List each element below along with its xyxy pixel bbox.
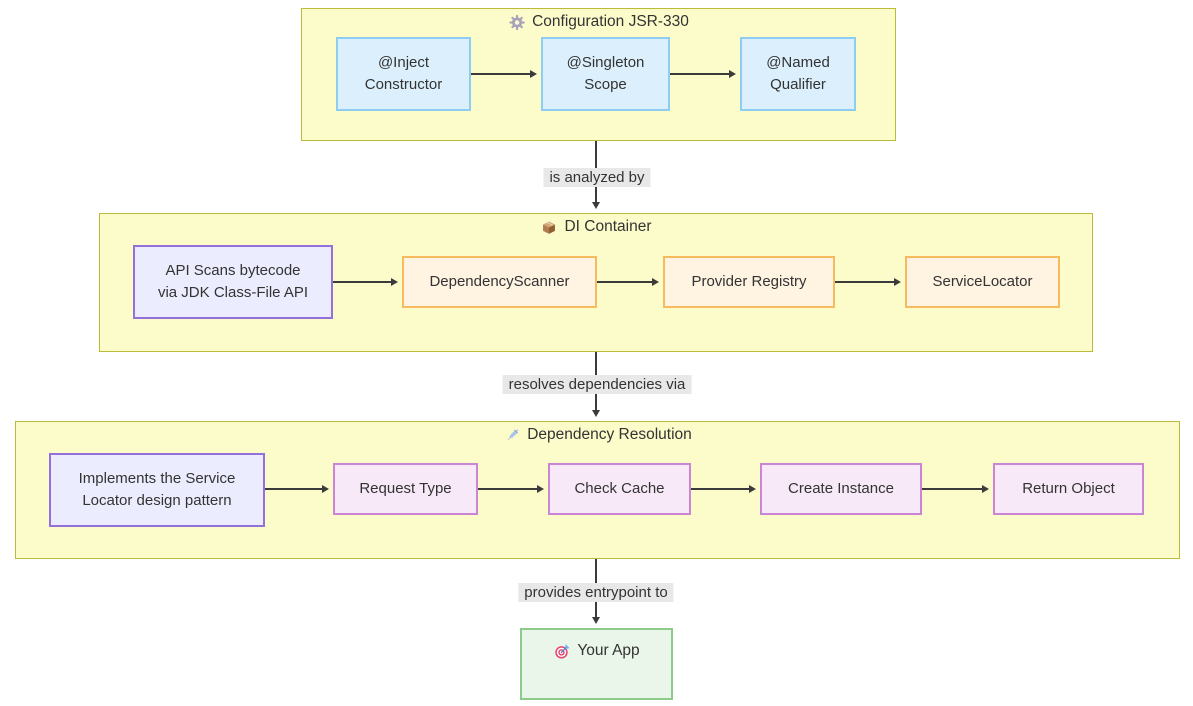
node-return-object: Return Object bbox=[993, 463, 1144, 515]
syringe-icon bbox=[503, 427, 520, 444]
node-service-locator-note: Implements the Service Locator design pa… bbox=[49, 453, 265, 527]
node-service-locator: ServiceLocator bbox=[905, 256, 1060, 308]
section-title-text: DI Container bbox=[564, 218, 652, 235]
arrow-note-to-request bbox=[265, 485, 329, 493]
node-singleton-scope: @Singleton Scope bbox=[541, 37, 670, 111]
edge-label-resolves: resolves dependencies via bbox=[502, 375, 692, 394]
section-title-text: Your App bbox=[577, 642, 640, 659]
arrow-create-to-return bbox=[922, 485, 989, 493]
node-inject-constructor: @Inject Constructor bbox=[336, 37, 471, 111]
arrow-cache-to-create bbox=[691, 485, 756, 493]
gear-icon bbox=[508, 14, 525, 31]
node-check-cache: Check Cache bbox=[548, 463, 691, 515]
target-icon bbox=[553, 643, 570, 660]
section-your-app-title: Your App bbox=[553, 642, 640, 660]
section-your-app: Your App bbox=[520, 628, 673, 700]
section-dependency-resolution-title: Dependency Resolution bbox=[503, 426, 692, 444]
node-named-qualifier: @Named Qualifier bbox=[740, 37, 856, 111]
section-di-container-title: DI Container bbox=[540, 218, 652, 236]
edge-label-analyzed: is analyzed by bbox=[543, 168, 651, 187]
node-api-scans-note: API Scans bytecode via JDK Class-File AP… bbox=[133, 245, 333, 319]
section-title-text: Configuration JSR-330 bbox=[532, 13, 689, 30]
arrow-singleton-to-named bbox=[670, 70, 736, 78]
arrow-registry-to-locator bbox=[835, 278, 901, 286]
arrow-note-to-scanner bbox=[333, 278, 398, 286]
arrow-inject-to-singleton bbox=[471, 70, 537, 78]
section-configuration-title: Configuration JSR-330 bbox=[508, 13, 689, 31]
edge-label-entrypoint: provides entrypoint to bbox=[518, 583, 674, 602]
node-create-instance: Create Instance bbox=[760, 463, 922, 515]
node-dependency-scanner: DependencyScanner bbox=[402, 256, 597, 308]
node-request-type: Request Type bbox=[333, 463, 478, 515]
section-title-text: Dependency Resolution bbox=[527, 426, 692, 443]
node-provider-registry: Provider Registry bbox=[663, 256, 835, 308]
package-icon bbox=[540, 219, 557, 236]
arrow-scanner-to-registry bbox=[597, 278, 659, 286]
arrow-request-to-cache bbox=[478, 485, 544, 493]
